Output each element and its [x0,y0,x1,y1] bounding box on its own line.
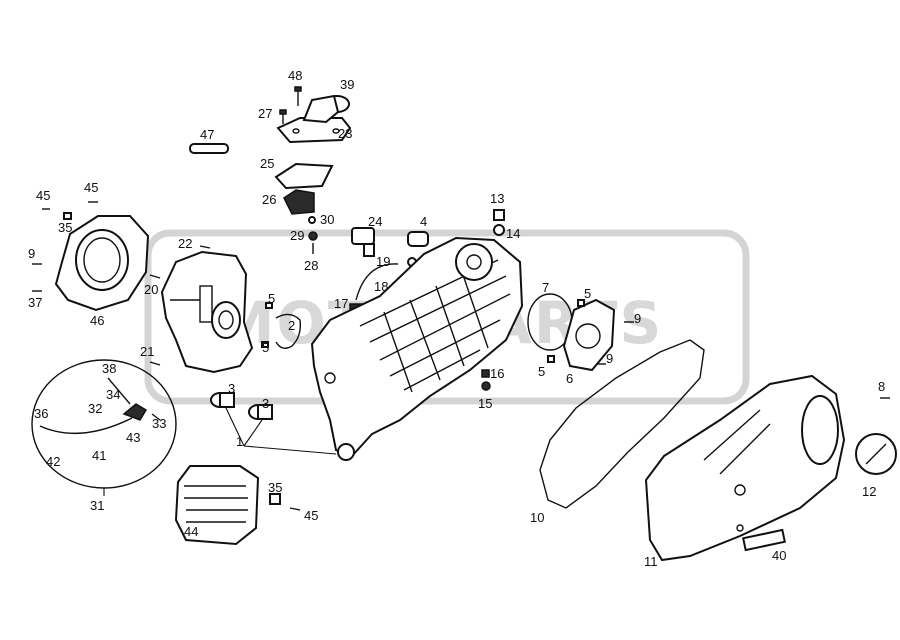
screw-20 [149,274,161,279]
callout-30: 30 [320,212,334,227]
callout-20: 20 [144,282,158,297]
callout-14: 14 [506,226,520,241]
bush-35b [269,493,281,505]
callout-29: 29 [290,228,304,243]
callout-9a: 9 [28,246,35,261]
callout-3b: 3 [262,396,269,411]
screw-45c [289,507,301,511]
callout-21: 21 [140,344,154,359]
callout-22: 22 [178,236,192,251]
callout-46: 46 [90,313,104,328]
callout-43: 43 [126,430,140,445]
callout-2: 2 [288,318,295,333]
callout-15: 15 [478,396,492,411]
dowel-5c [577,299,585,307]
screw-22 [199,245,211,249]
washer-30 [308,216,316,224]
callout-35b: 35 [268,480,282,495]
callout-41: 41 [92,448,106,463]
transmission-gasket-10 [539,339,705,509]
sensor-detail-31 [31,359,177,489]
callout-45a: 45 [36,188,50,203]
callout-1: 1 [236,434,243,449]
callout-42: 42 [46,454,60,469]
screw-21 [149,361,161,366]
callout-38: 38 [102,361,116,376]
decal-40 [742,528,786,552]
callout-47: 47 [200,127,214,142]
callout-34: 34 [106,387,120,402]
callout-35a: 35 [58,220,72,235]
callout-40: 40 [772,548,786,563]
dowel-5d [547,355,555,363]
callout-37: 37 [28,295,42,310]
bush-35a [63,212,72,220]
bolt-27 [279,109,287,124]
callout-16: 16 [490,366,504,381]
callout-labels: 48 39 27 23 47 25 26 45 45 35 13 24 4 30… [28,68,885,569]
callout-10: 10 [530,510,544,525]
callout-3a: 3 [228,381,235,396]
cylinder-shroud-44 [174,465,260,546]
callout-12: 12 [862,484,876,499]
breather-24 [351,227,375,257]
o-ring-14 [493,224,505,236]
plug-16 [481,369,490,378]
callout-48: 48 [288,68,302,83]
rubber-mount-4 [407,231,429,247]
callout-6: 6 [566,371,573,386]
left-crankcase-half [160,250,254,374]
transmission-cover-11 [644,374,846,562]
callout-9c: 9 [606,351,613,366]
intake-manifold-23 [276,94,352,144]
gasket-2 [275,313,302,349]
plug-13 [493,209,505,221]
gasket-25 [274,162,334,190]
hose-18 [355,263,399,301]
callout-19: 19 [376,254,390,269]
callout-5b: 5 [584,286,591,301]
callout-8: 8 [878,379,885,394]
callout-13: 13 [490,191,504,206]
callout-36: 36 [34,406,48,421]
callout-45b: 45 [84,180,98,195]
callout-7: 7 [542,280,549,295]
callout-18: 18 [374,279,388,294]
callout-39: 39 [340,77,354,92]
callout-44: 44 [184,524,198,539]
callout-23: 23 [338,126,352,141]
bushing-3a [210,392,235,408]
callout-28: 28 [304,258,318,273]
callout-4: 4 [420,214,427,229]
callout-27: 27 [258,106,272,121]
callout-24: 24 [368,214,382,229]
gear-cover-6 [562,298,616,372]
callout-32: 32 [88,401,102,416]
leader-lines [103,407,337,496]
dowel-5b [261,341,269,348]
callout-33: 33 [152,416,166,431]
callout-17: 17 [334,296,348,311]
bushing-3b [248,404,273,420]
callout-11: 11 [644,554,658,569]
callout-45c: 45 [304,508,318,523]
callout-25: 25 [260,156,274,171]
inspection-cap-12 [855,433,897,475]
bolt-48 [294,86,302,106]
callout-5c: 5 [262,340,269,355]
pin-47 [189,143,229,154]
callout-5a: 5 [268,291,275,306]
reed-valve-26 [283,189,315,215]
nut-29 [308,231,318,241]
callout-9b: 9 [634,311,641,326]
dowel-5a [265,302,273,309]
nut-15 [481,381,491,391]
flywheel-cover-46 [54,215,150,312]
main-crankcase [310,236,524,461]
callout-31: 31 [90,498,104,513]
callout-26: 26 [262,192,276,207]
callout-5d: 5 [538,364,545,379]
